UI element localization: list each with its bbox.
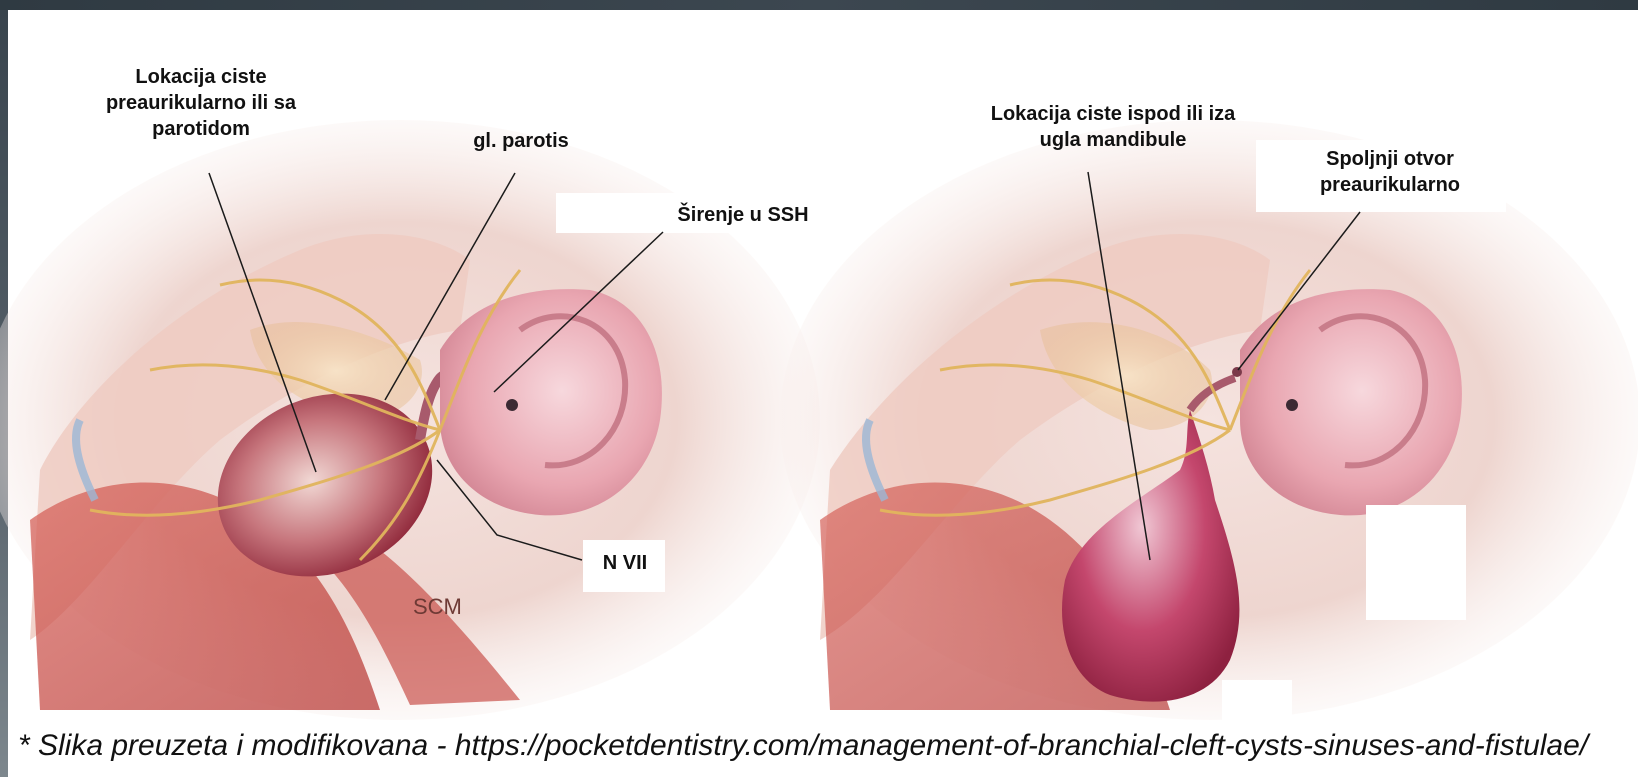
right-patch-background [1366, 505, 1466, 620]
left-ear-canal [506, 399, 518, 411]
right-ear [1240, 289, 1462, 515]
label-cyst-location-right: Lokacija ciste ispod ili iza ugla mandib… [962, 101, 1264, 153]
label-parotid-gland: gl. parotis [456, 128, 586, 154]
right-ear-canal [1286, 399, 1298, 411]
label-facial-nerve: N VII [590, 550, 660, 576]
right-panel [780, 120, 1638, 720]
source-caption: * Slika preuzeta i modifikovana - https:… [18, 726, 1628, 766]
left-ear [440, 289, 662, 515]
label-cyst-location-left: Lokacija ciste preaurikularno ili sa par… [85, 64, 317, 142]
scm-label: SCM [413, 594, 462, 619]
label-spread-ssh: Širenje u SSH [658, 202, 828, 228]
label-external-opening: Spoljnji otvor preaurikularno [1300, 146, 1480, 198]
right-external-opening [1232, 367, 1242, 377]
right-bottom-patch-background [1222, 680, 1292, 730]
